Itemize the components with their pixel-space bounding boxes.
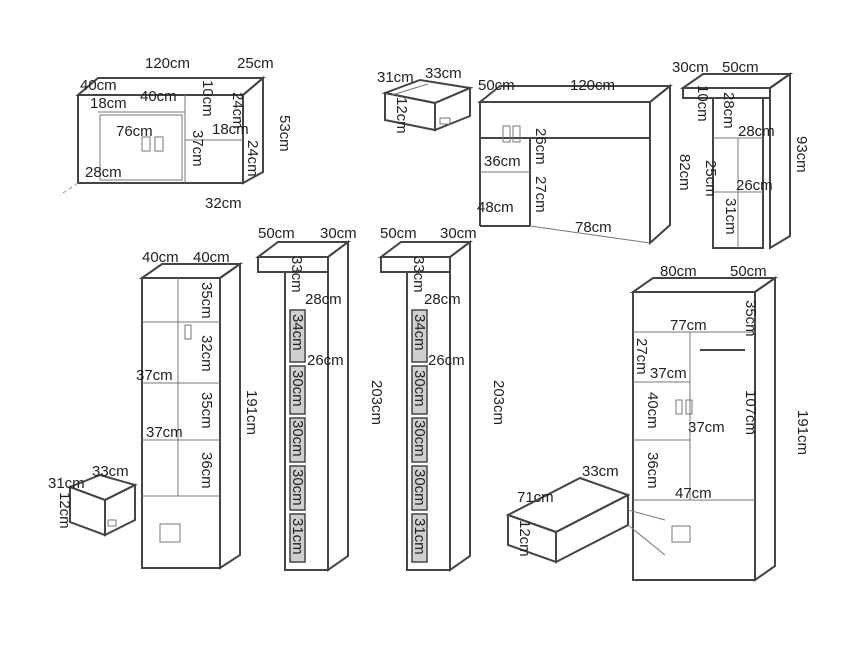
tall2-h31-label: 31cm [411,518,428,555]
small-shelf-drawing [679,72,794,250]
bookcase-h32-label: 32cm [198,335,215,372]
tall2-h34-label: 34cm [411,314,428,351]
bookcase-height-label: 191cm [243,390,260,435]
tall1-w26-label: 26cm [307,352,344,369]
drawer-top-w31-label: 31cm [377,69,414,86]
tall2-h30c-label: 30cm [411,469,428,506]
tall1-w30-label: 30cm [320,225,357,242]
sideboard-depth-label: 25cm [237,55,274,72]
wardrobe-w37b-label: 37cm [688,419,725,436]
wardrobe-h35-label: 35cm [742,300,759,337]
drawer-left-h12-label: 12cm [56,492,73,529]
sideboard-inner-37-label: 37cm [189,130,206,167]
tall2-h30a-label: 30cm [411,370,428,407]
tall1-h30c-label: 30cm [289,469,306,506]
desk-h26-label: 26cm [532,128,549,165]
drawer-right-drawing [505,476,666,564]
sideboard-left-width-label: 40cm [80,77,117,94]
sideboard-shelf-24b-label: 24cm [244,140,261,177]
wardrobe-d50-label: 50cm [730,263,767,280]
sideboard-shelf-18-label: 18cm [212,121,249,138]
drawer-top-w33-label: 33cm [425,65,462,82]
desk-height-label: 82cm [676,154,693,191]
bookcase-h35a-label: 35cm [198,282,215,319]
tall2-height-label: 203cm [490,380,507,425]
tall2-h33-label: 33cm [410,256,427,293]
tall2-w26-label: 26cm [428,352,465,369]
desk-knee-label: 78cm [575,219,612,236]
bookcase-w37b-label: 37cm [146,424,183,441]
tall2-w50-label: 50cm [380,225,417,242]
bookcase-drawing [138,262,244,570]
tall1-h33-label: 33cm [288,256,305,293]
small-shelf-height-label: 93cm [793,136,810,173]
wardrobe-h40-label: 40cm [644,392,661,429]
wardrobe-drawing [629,276,779,582]
wardrobe-height-label: 191cm [794,410,811,455]
tall-shelf-1-compartments [289,309,306,563]
tall2-h30b-label: 30cm [411,420,428,457]
small-shelf-w50-label: 50cm [722,59,759,76]
sideboard-shelf-24a-label: 24cm [229,92,246,129]
small-shelf-w30-label: 30cm [672,59,709,76]
bookcase-h35b-label: 35cm [198,392,215,429]
desk-h48-label: 48cm [477,199,514,216]
wardrobe-h107-label: 107cm [742,390,759,435]
tall1-h34-label: 34cm [289,314,306,351]
wardrobe-h27-label: 27cm [633,338,650,375]
sideboard-height-label: 53cm [276,115,293,152]
bookcase-w40a-label: 40cm [142,249,179,266]
tall-shelf-2-compartments [411,309,428,563]
sideboard-width-label: 120cm [145,55,190,72]
small-shelf-h10-label: 10cm [694,85,711,122]
tall1-h31-label: 31cm [289,518,306,555]
sideboard-diag-28-label: 28cm [85,164,122,181]
desk-width-label: 120cm [570,77,615,94]
sideboard-foot-32-label: 32cm [205,195,242,212]
sideboard-side [242,75,264,185]
desk-drawing [477,83,673,246]
sideboard-inner-76-label: 76cm [116,123,153,140]
wardrobe-w77-label: 77cm [670,317,707,334]
tall2-w28-label: 28cm [424,291,461,308]
tall-shelf-1-drawing [255,240,351,572]
small-shelf-w26-label: 26cm [736,177,773,194]
small-shelf-h28a-label: 28cm [720,92,737,129]
drawer-right-w33-label: 33cm [582,463,619,480]
small-shelf-w28-label: 28cm [738,123,775,140]
desk-h36-label: 36cm [484,153,521,170]
wardrobe-w47-label: 47cm [675,485,712,502]
bookcase-w37a-label: 37cm [136,367,173,384]
small-shelf-h31-label: 31cm [722,198,739,235]
drawer-left-w31-label: 31cm [48,475,85,492]
drawer-right-h12-label: 12cm [516,520,533,557]
small-shelf-h25-label: 25cm [702,160,719,197]
tall1-h30b-label: 30cm [289,420,306,457]
tall1-height-label: 203cm [368,380,385,425]
sideboard-top-10-label: 10cm [199,80,216,117]
tall2-w30-label: 30cm [440,225,477,242]
drawer-top-h12-label: 12cm [393,97,410,134]
bookcase-h36-label: 36cm [198,452,215,489]
tall1-w50-label: 50cm [258,225,295,242]
tall-shelf-2-drawing [378,240,473,572]
wardrobe-w80-label: 80cm [660,263,697,280]
desk-depth-label: 50cm [478,77,515,94]
drawer-left-w33-label: 33cm [92,463,129,480]
drawer-top-drawing [381,78,474,132]
sideboard-drawing [59,75,266,196]
sideboard-mid-40-label: 40cm [140,88,177,105]
tall1-w28-label: 28cm [305,291,342,308]
wardrobe-w37a-label: 37cm [650,365,687,382]
sideboard-inner-18-label: 18cm [90,95,127,112]
wardrobe-h36-label: 36cm [644,452,661,489]
drawer-left-drawing [67,473,138,537]
bookcase-w40b-label: 40cm [193,249,230,266]
drawer-right-w71-label: 71cm [517,489,554,506]
tall1-h30a-label: 30cm [289,370,306,407]
desk-h27-label: 27cm [532,176,549,213]
